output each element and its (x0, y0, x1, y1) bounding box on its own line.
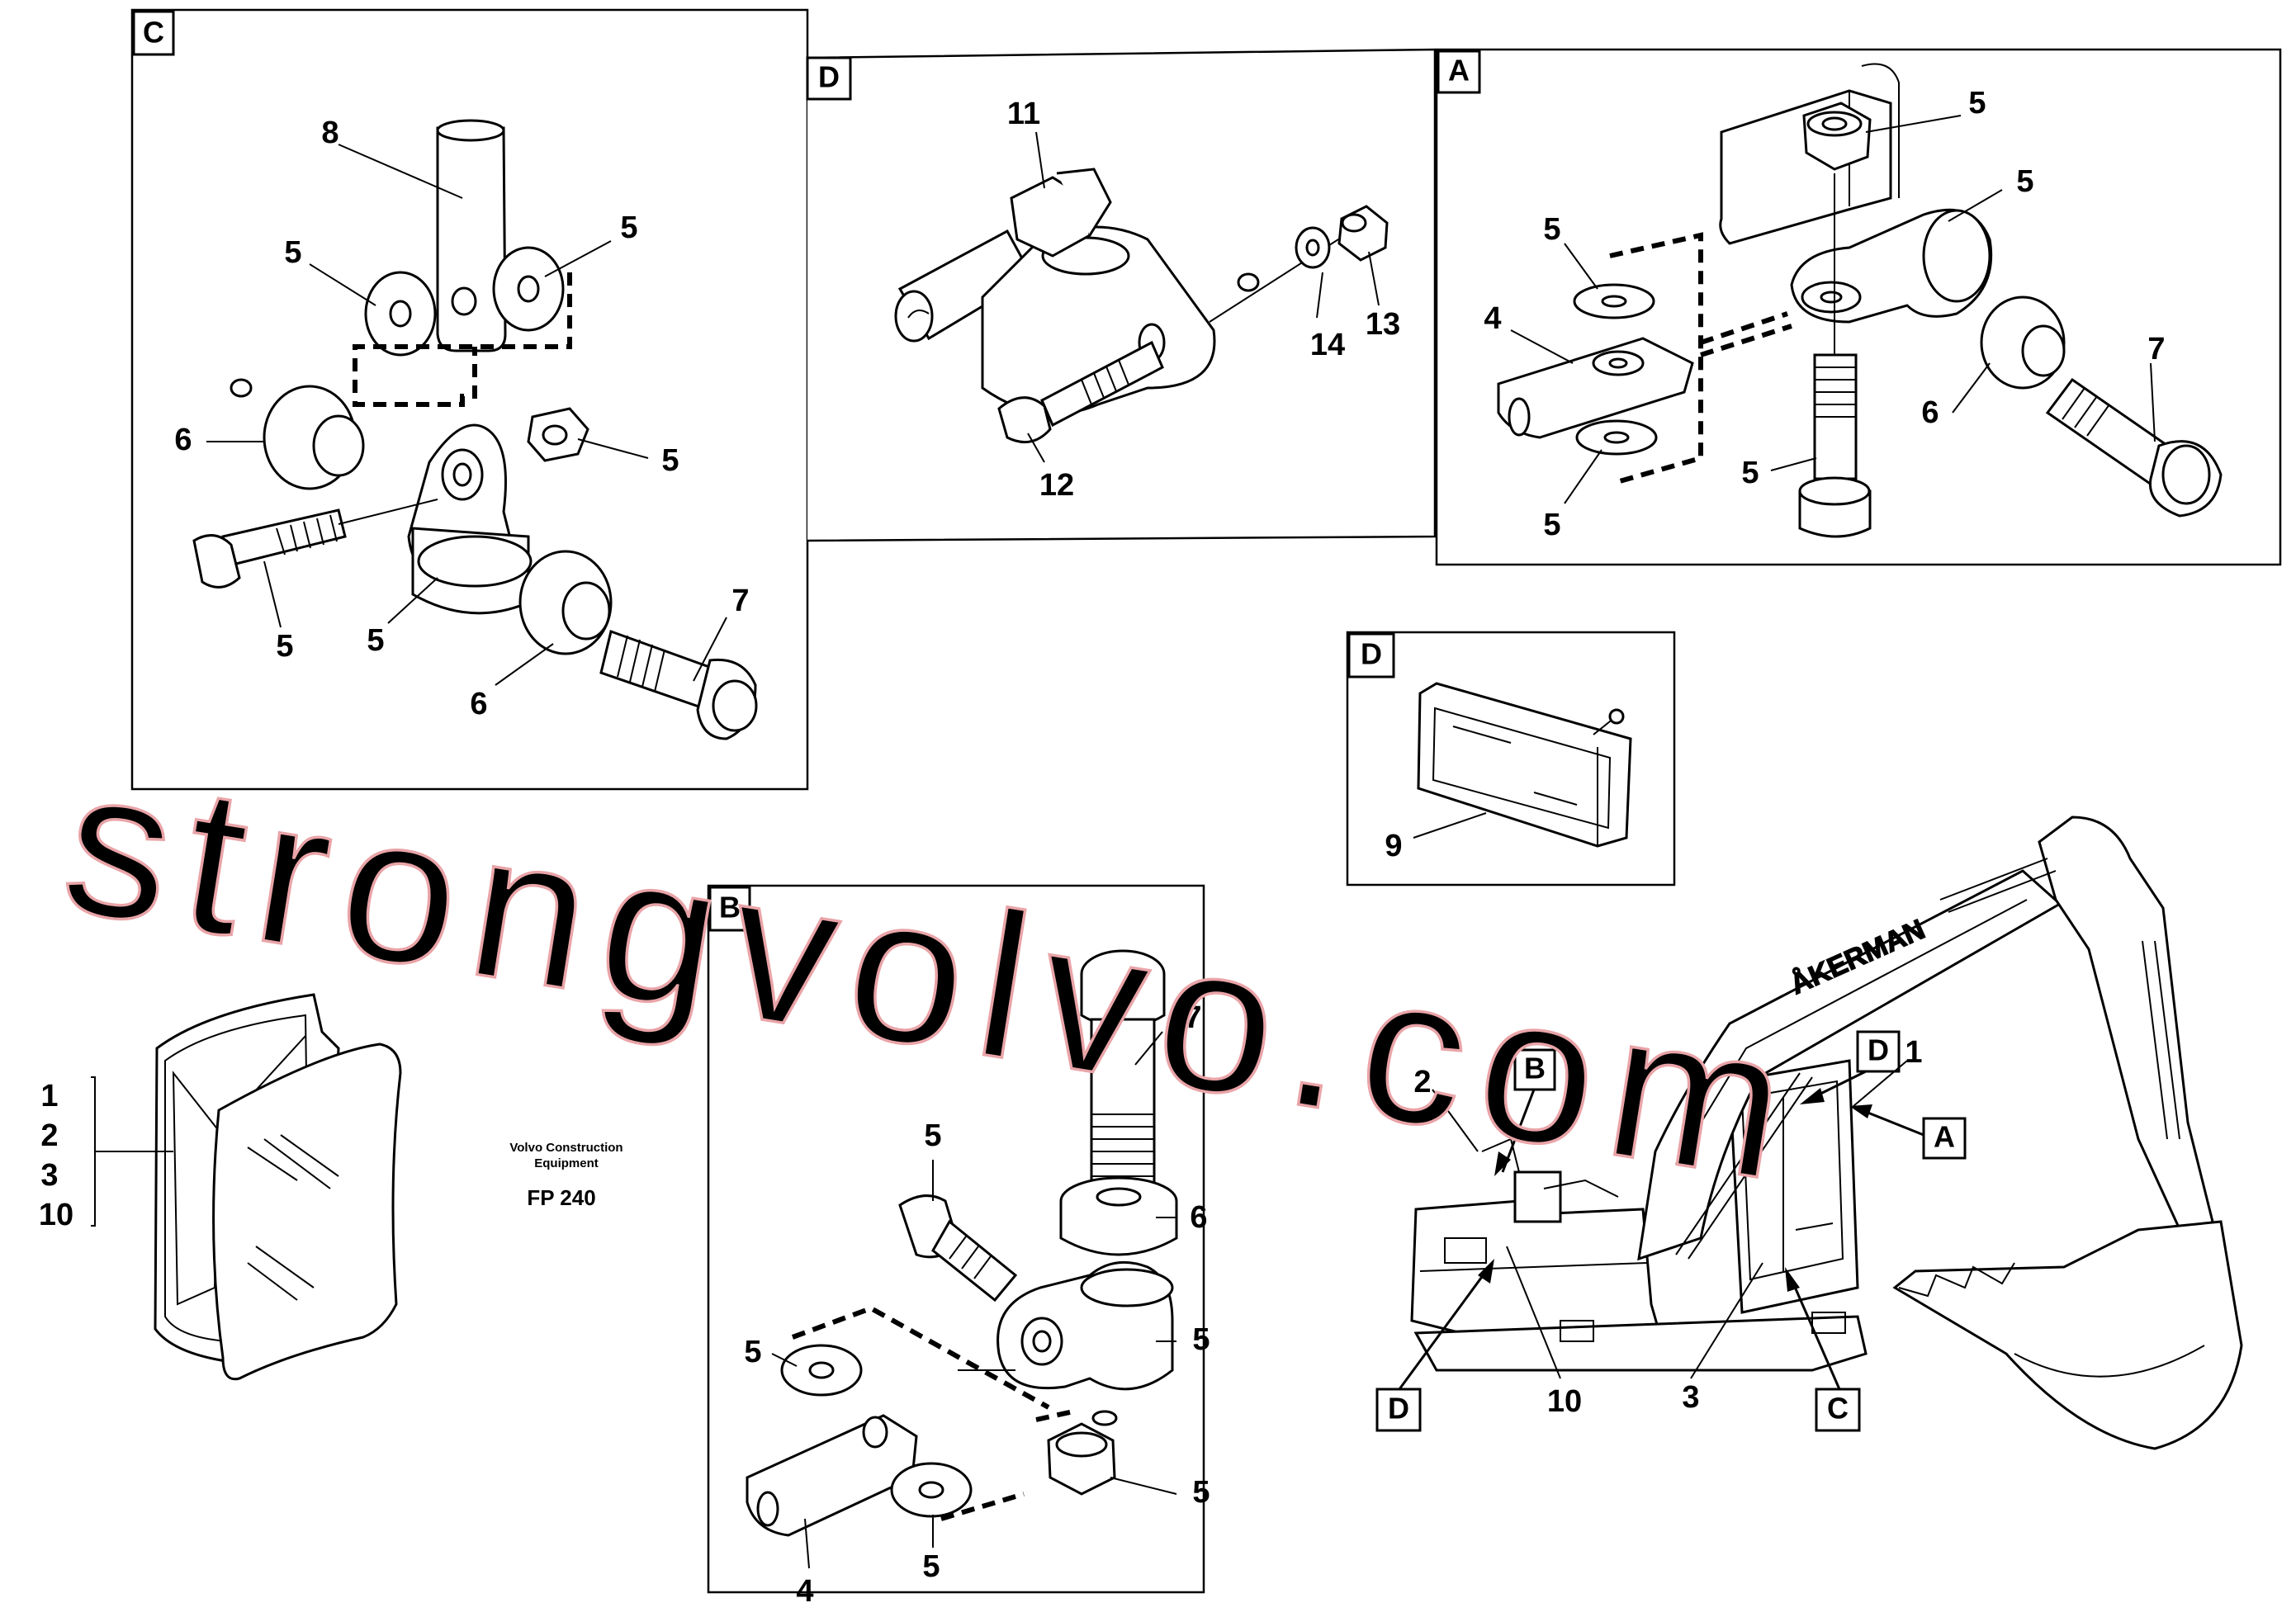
callout-2: 2 (40, 1118, 58, 1153)
callout-5: 5 (661, 443, 679, 478)
tag-b: B (1524, 1052, 1546, 1085)
callout-13: 13 (1366, 307, 1400, 342)
callout-2: 2 (1413, 1065, 1431, 1099)
callout-11: 11 (1007, 97, 1040, 131)
caption: Volvo Construction Equipment FP 240 (509, 1141, 623, 1210)
callout-8: 8 (321, 116, 338, 150)
callout-9: 9 (1385, 829, 1402, 863)
machine-cab (1728, 1059, 1859, 1314)
callout-5: 5 (1543, 212, 1560, 247)
mirror-assembly: 1 2 3 10 (39, 993, 402, 1381)
tag-c: C (1827, 1392, 1849, 1426)
panel-c-tag: C (143, 16, 164, 50)
caption-code: FP 240 (527, 1185, 595, 1210)
callout-5: 5 (1543, 508, 1560, 542)
callout-4: 4 (1484, 301, 1501, 336)
mirror-glass (212, 1043, 402, 1381)
callout-6: 6 (174, 423, 192, 457)
panel-d-hinge: D 11 14 13 12 (806, 48, 1437, 542)
callout-7: 7 (2147, 332, 2165, 366)
callout-6: 6 (1921, 395, 1939, 430)
caption-company: Volvo Construction (509, 1141, 623, 1155)
callout-10: 10 (39, 1198, 73, 1232)
machine-bucket (1892, 1220, 2243, 1450)
callout-5: 5 (276, 629, 293, 664)
callout-5: 5 (744, 1335, 761, 1369)
callout-4: 4 (796, 1574, 813, 1609)
panel-a: A (1435, 48, 2282, 566)
machine-tracks (1413, 1315, 1868, 1372)
callout-5: 5 (924, 1118, 941, 1153)
callout-7: 7 (731, 584, 749, 618)
callout-5: 5 (367, 623, 384, 658)
callout-12: 12 (1039, 468, 1074, 503)
callout-7: 7 (1184, 1000, 1201, 1035)
callout-3: 3 (40, 1158, 58, 1193)
callout-6: 6 (470, 687, 487, 721)
callout-1: 1 (1905, 1035, 1922, 1070)
tag-a: A (1934, 1120, 1955, 1154)
callout-3: 3 (1682, 1380, 1699, 1415)
panel-d-lamp-tag: D (1361, 637, 1382, 671)
machine-stick (2038, 816, 2214, 1241)
panel-d-lamp: D 9 (1346, 631, 1676, 887)
callout-6: 6 (1190, 1200, 1207, 1235)
excavator-drawing: ÅKERMAN B D A D C (1375, 816, 2243, 1450)
callout-5: 5 (1968, 86, 1986, 121)
callout-5: 5 (922, 1549, 940, 1584)
callout-5: 5 (1192, 1475, 1210, 1510)
panel-b-tag: B (719, 891, 741, 924)
caption-company-line2: Equipment (534, 1156, 599, 1170)
callout-5: 5 (1192, 1322, 1210, 1357)
lamp-part (1417, 682, 1632, 848)
callout-1: 1 (40, 1079, 58, 1113)
panel-a-tag: A (1448, 54, 1470, 87)
callout-5: 5 (2016, 164, 2033, 199)
bolt-part (1040, 340, 1164, 428)
callout-14: 14 (1310, 328, 1345, 362)
tag-d: D (1868, 1033, 1889, 1067)
panel-c: C (130, 8, 809, 791)
callout-10: 10 (1547, 1384, 1582, 1419)
tag-d: D (1388, 1392, 1409, 1426)
callout-5: 5 (1741, 456, 1759, 490)
panel-d-tag: D (818, 60, 840, 94)
callout-5: 5 (620, 210, 637, 245)
panel-b: B (707, 884, 1210, 1609)
callout-5: 5 (284, 235, 301, 270)
strap-part (436, 126, 507, 352)
